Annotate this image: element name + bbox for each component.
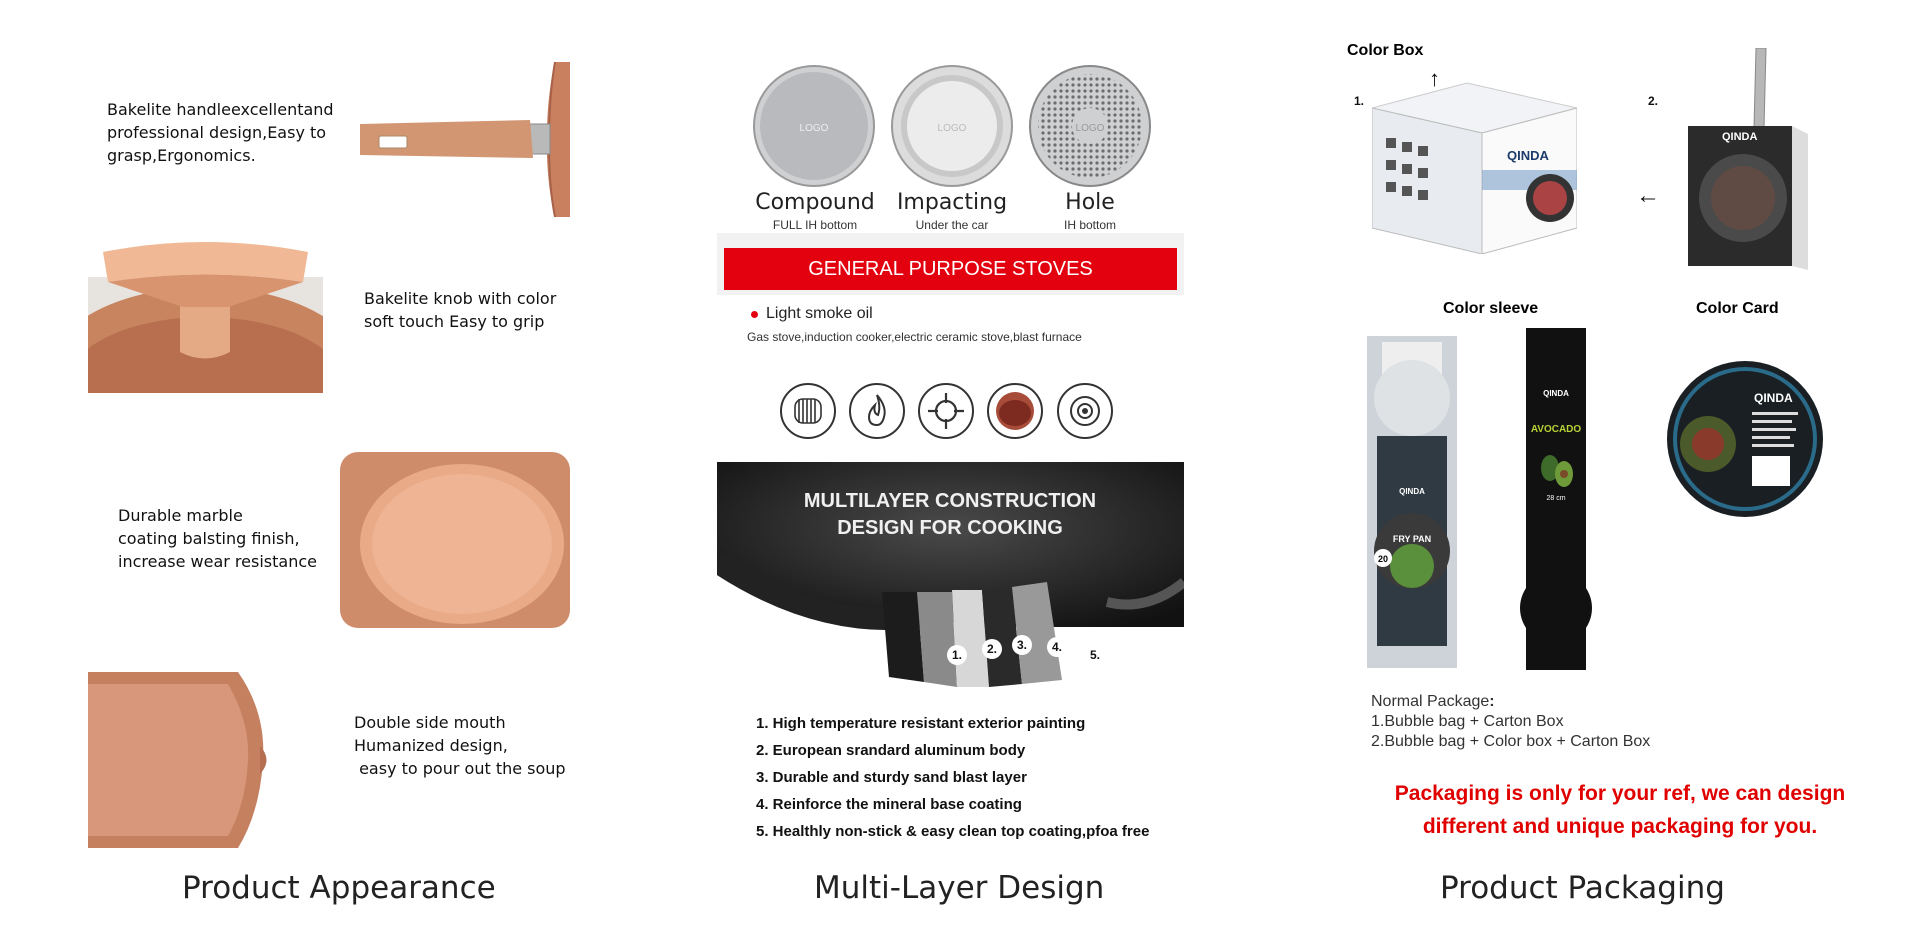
feature-text-line: soft touch Easy to grip	[364, 312, 545, 331]
red-note-line: different and unique packaging for you.	[1422, 815, 1818, 838]
packaging-red-note: Packaging is only for your ref, we can d…	[1330, 777, 1910, 843]
normal-package-title: Normal Package	[1371, 693, 1490, 710]
layer-number: 3.	[1017, 638, 1027, 652]
feature-text-line: Humanized design,	[354, 736, 508, 755]
layer-item: 2. European srandard aluminum body	[756, 742, 1026, 759]
compound-bottom-disc: LOGO	[752, 64, 877, 189]
open-box-image: QINDA	[1688, 47, 1808, 270]
layer-number: 2.	[987, 642, 997, 656]
sleeve-size-text: 28 cm	[1546, 495, 1565, 502]
ceramic-plate-icon	[987, 383, 1043, 439]
feature-handle-text: Bakelite handleexcellentand professional…	[107, 98, 337, 167]
layer-item: 1. High temperature resistant exterior p…	[756, 715, 1086, 732]
normal-package-line: 1.Bubble bag + Carton Box	[1371, 713, 1564, 730]
option-number-2: 2.	[1648, 94, 1659, 108]
impacting-sub: Under the car	[915, 218, 989, 232]
bullet-icon	[751, 311, 758, 318]
disc-logo: LOGO	[938, 123, 967, 134]
layers-list: 1. High temperature resistant exterior p…	[756, 715, 1149, 850]
hole-label: Hole	[1065, 190, 1115, 215]
disc-logo: LOGO	[1076, 123, 1105, 134]
color-box-label: Color Box	[1347, 42, 1424, 59]
brand-logo: QINDA	[1543, 389, 1569, 398]
option-number-1: 1.	[1354, 94, 1365, 108]
feature-text-line: Durable marble	[118, 506, 243, 525]
feature-text-line: coating balsting finish,	[118, 529, 300, 548]
feature-text-line: grasp,Ergonomics.	[107, 146, 256, 165]
normal-package-line: 2.Bubble bag + Color box + Carton Box	[1371, 733, 1651, 750]
layer-item: 5. Healthly non-stick & easy clean top c…	[756, 823, 1150, 840]
color-box-image: QINDA	[1371, 78, 1578, 255]
layer-item: 3. Durable and sturdy sand blast layer	[756, 769, 1027, 786]
hole-bottom-disc: LOGO	[1028, 64, 1153, 189]
color-sleeve-label: Color sleeve	[1443, 300, 1539, 317]
feature-text-line: easy to pour out the soup	[354, 759, 566, 778]
sleeve-fry-pan-text: FRY PAN	[1393, 534, 1431, 544]
layer-item: 4. Reinforce the mineral base coating	[756, 796, 1022, 813]
layer-number: 1.	[952, 648, 962, 662]
construction-diagram: MULTILAYER CONSTRUCTION DESIGN FOR COOKI…	[717, 462, 1184, 692]
brand-logo: QINDA	[1754, 391, 1793, 405]
compound-label: Compound	[755, 190, 875, 215]
feature-text-line: Double side mouth	[354, 713, 506, 732]
feature-coating-text: Durable marble coating balsting finish, …	[118, 504, 348, 573]
product-packaging-title: Product Packaging	[1440, 870, 1725, 906]
feature-pour-text: Double side mouth Humanized design, easy…	[354, 711, 594, 780]
flame-icon	[849, 383, 905, 439]
color-sleeve-2-image: QINDA AVOCADO 28 cm	[1516, 328, 1596, 670]
color-card-image: QINDA	[1666, 360, 1824, 518]
brand-logo: QINDA	[1722, 131, 1758, 143]
infrared-icon	[1057, 383, 1113, 439]
stove-list: Gas stove,induction cooker,electric cera…	[747, 330, 1082, 344]
induction-coil-icon	[780, 383, 836, 439]
disc-logo: LOGO	[800, 123, 829, 134]
feature-text-line: Bakelite handleexcellentand	[107, 100, 334, 119]
product-appearance-title: Product Appearance	[182, 870, 496, 906]
general-purpose-stoves-banner: GENERAL PURPOSE STOVES	[724, 248, 1177, 290]
red-note-line: Packaging is only for your ref, we can d…	[1394, 782, 1846, 805]
feature-knob-text: Bakelite knob with color soft touch Easy…	[364, 287, 594, 333]
coating-photo	[340, 452, 570, 628]
normal-package-block: Normal Package: 1.Bubble bag + Carton Bo…	[1371, 692, 1650, 752]
handle-photo	[355, 62, 570, 217]
layer-number: 4.	[1052, 640, 1062, 654]
layer-number: 5.	[1090, 648, 1100, 662]
knob-photo	[88, 237, 323, 393]
color-sleeve-1-image: FRY PAN 20 QINDA	[1367, 336, 1457, 668]
impacting-label: Impacting	[896, 190, 1008, 215]
construction-heading-2: DESIGN FOR COOKING	[837, 517, 1063, 539]
normal-package-colon: :	[1489, 693, 1495, 710]
oil-note: Light smoke oil	[766, 305, 873, 322]
construction-heading-1: MULTILAYER CONSTRUCTION	[804, 490, 1096, 512]
impacting-bottom-disc: LOGO	[890, 64, 1015, 189]
pour-spout-photo	[88, 672, 273, 848]
sleeve-avocado-text: AVOCADO	[1531, 424, 1582, 435]
arrow-up-icon: ↑	[1429, 66, 1440, 91]
brand-logo: QINDA	[1507, 148, 1550, 163]
compound-sub: FULL IH bottom	[772, 218, 858, 232]
brand-logo: QINDA	[1399, 487, 1425, 496]
arrow-left-icon: ←	[1636, 182, 1660, 209]
feature-text-line: professional design,Easy to	[107, 123, 327, 142]
hole-sub: IH bottom	[1063, 218, 1117, 232]
feature-text-line: Bakelite knob with color	[364, 289, 557, 308]
sleeve-size-text: 20	[1378, 554, 1388, 564]
gas-burner-icon	[918, 383, 974, 439]
multilayer-design-title: Multi-Layer Design	[814, 870, 1105, 906]
feature-text-line: increase wear resistance	[118, 552, 317, 571]
color-card-label: Color Card	[1696, 300, 1779, 317]
